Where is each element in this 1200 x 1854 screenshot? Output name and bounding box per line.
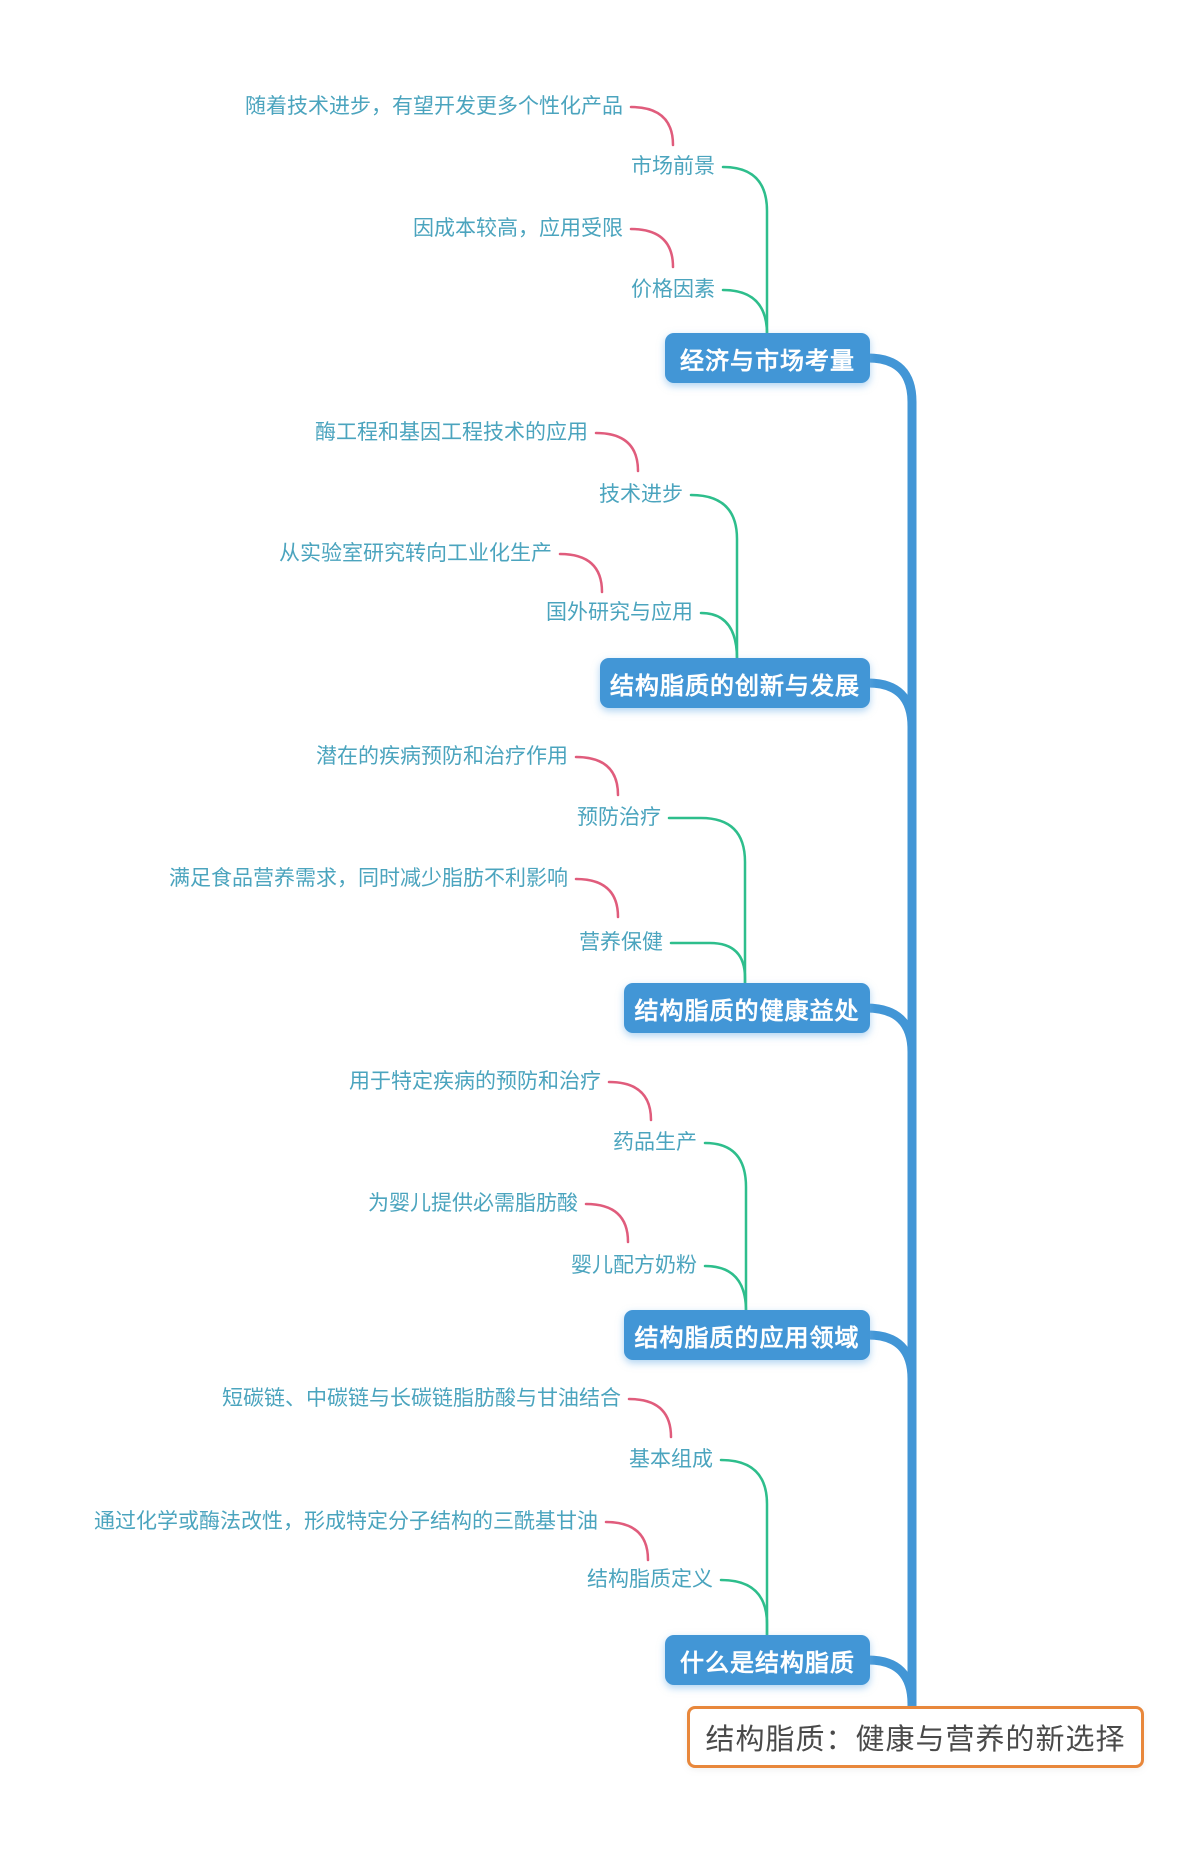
- branch-node-what-is[interactable]: 什么是结构脂质: [665, 1635, 870, 1685]
- branch-node-innovation-development[interactable]: 结构脂质的创新与发展: [600, 658, 870, 708]
- subtopic-prevention-treatment[interactable]: 预防治疗: [577, 806, 661, 829]
- note-prevention-treatment[interactable]: 潜在的疾病预防和治疗作用: [316, 745, 568, 768]
- trunk-lines: [861, 353, 917, 1712]
- root-topic-node[interactable]: 结构脂质：健康与营养的新选择: [687, 1706, 1144, 1768]
- branch-node-health-benefits[interactable]: 结构脂质的健康益处: [624, 983, 870, 1033]
- branch-node-application-fields[interactable]: 结构脂质的应用领域: [624, 1310, 870, 1360]
- subtopic-market-outlook[interactable]: 市场前景: [631, 155, 715, 178]
- note-nutrition-health[interactable]: 满足食品营养需求，同时减少脂肪不利影响: [169, 867, 568, 890]
- subtopic-definition[interactable]: 结构脂质定义: [587, 1568, 713, 1591]
- note-infant-formula[interactable]: 为婴儿提供必需脂肪酸: [368, 1192, 578, 1215]
- subtopic-basic-composition[interactable]: 基本组成: [629, 1448, 713, 1471]
- note-branch-lines: [558, 105, 675, 1562]
- note-definition[interactable]: 通过化学或酶法改性，形成特定分子结构的三酰基甘油: [94, 1510, 598, 1533]
- branch-node-economy-market[interactable]: 经济与市场考量: [665, 333, 870, 383]
- note-price-factor[interactable]: 因成本较高，应用受限: [413, 217, 623, 240]
- note-market-outlook[interactable]: 随着技术进步，有望开发更多个性化产品: [245, 95, 623, 118]
- subtopic-tech-progress[interactable]: 技术进步: [599, 483, 683, 506]
- note-foreign-research[interactable]: 从实验室研究转向工业化生产: [279, 542, 552, 565]
- subtopic-foreign-research[interactable]: 国外研究与应用: [546, 601, 693, 624]
- subtopic-infant-formula[interactable]: 婴儿配方奶粉: [571, 1254, 697, 1277]
- subtopic-nutrition-health[interactable]: 营养保健: [579, 931, 663, 954]
- note-basic-composition[interactable]: 短碳链、中碳链与长碳链脂肪酸与甘油结合: [222, 1387, 621, 1410]
- subtopic-pharma-production[interactable]: 药品生产: [613, 1131, 697, 1154]
- note-tech-progress[interactable]: 酶工程和基因工程技术的应用: [315, 421, 588, 444]
- note-pharma-production[interactable]: 用于特定疾病的预防和治疗: [349, 1070, 601, 1093]
- subtopic-branch-lines: [667, 165, 769, 1638]
- subtopic-price-factor[interactable]: 价格因素: [631, 278, 715, 301]
